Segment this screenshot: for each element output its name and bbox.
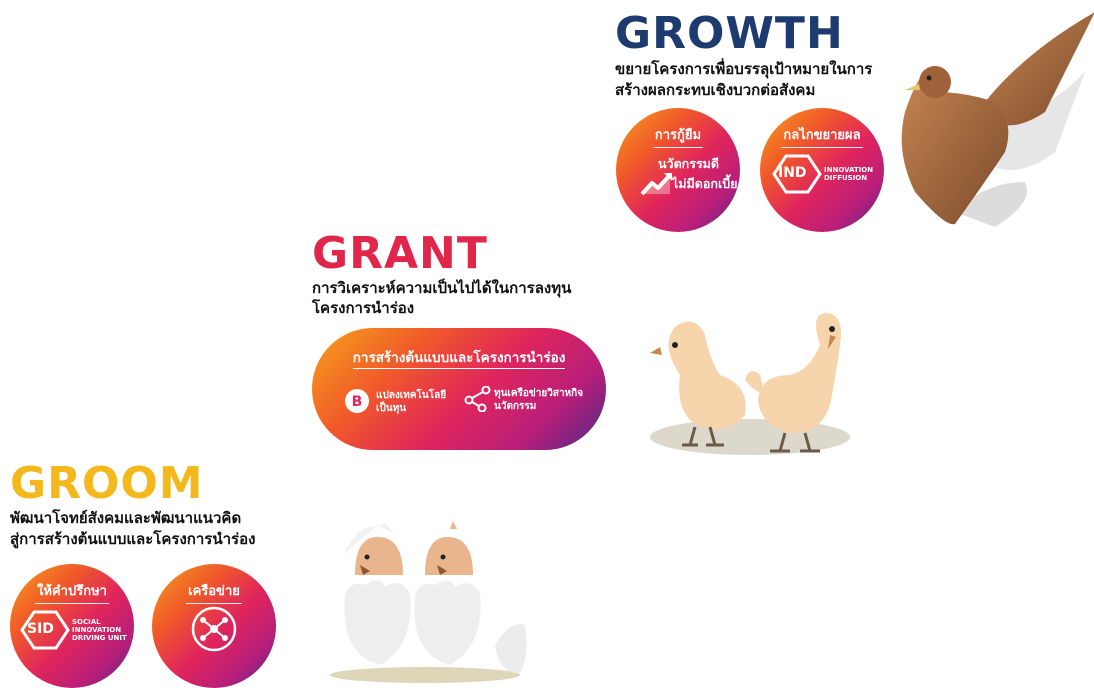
sid-logo-text: SID [27,621,54,637]
driving-unit-tag: DRIVING UNIT [72,634,127,642]
ind-logo-icon [772,154,822,194]
network-circle: เครือข่าย [152,564,276,688]
grant-subtitle-line2: โครงการนำร่อง [312,299,415,317]
groom-subtitle-line1: พัฒนาโจทย์สังคมและพัฒนาแนวคิด [10,509,242,527]
pigeon-illustration [901,12,1094,227]
growth-chart-icon [640,173,672,196]
loan-line1: นวัตกรรมดี [658,156,720,171]
diffusion-circle: กลไกขยายผล IND INNOVATION DIFFUSION [760,108,884,232]
innovation-tag-groom: INNOVATION [72,626,122,634]
network-hub-icon [191,606,237,652]
grant-title: GRANT [312,228,488,279]
consulting-circle: ให้คำปรึกษา SID SOCIAL INNOVATION DRIVIN… [10,564,134,688]
tech-to-capital-line2: เป็นทุน [376,403,407,414]
growth-subtitle-line1: ขยายโครงการเพื่อบรรลุเป้าหมายในการ [615,60,873,78]
prototype-pill: การสร้างต้นแบบและโครงการนำร่อง B แปลงเทค… [312,328,606,450]
grant-subtitle-line1: การวิเคราะห์ความเป็นไปได้ในการลงทุน [312,279,572,297]
sid-logo-icon [20,610,70,650]
growth-subtitle-line2: สร้างผลกระทบเชิงบวกต่อสังคม [615,81,816,99]
groom-title: GROOM [10,458,204,509]
svg-text:B: B [352,394,363,410]
social-tag: SOCIAL [72,618,101,626]
prototype-pill-heading: การสร้างต้นแบบและโครงการนำร่อง [352,350,566,369]
consulting-circle-heading: ให้คำปรึกษา [35,580,109,604]
chicks-illustration [650,313,850,455]
b-coin-icon: B [345,389,369,413]
growth-title: GROWTH [615,8,844,59]
innovation-tag: INNOVATION [824,166,874,174]
loan-circle: การกู้ยืม นวัตกรรมดี ไม่มีดอกเบี้ย [616,108,740,232]
groom-subtitle-line2: สู่การสร้างต้นแบบและโครงการนำร่อง [10,530,256,548]
diffusion-tag: DIFFUSION [824,174,868,182]
diffusion-circle-heading: กลไกขยายผล [781,124,863,148]
loan-line2: ไม่มีดอกเบี้ย [672,176,738,191]
enterprise-network-line1: ทุนเครือข่ายวิสาหกิจ [494,388,584,399]
loan-circle-heading: การกู้ยืม [652,124,704,148]
tech-to-capital-line1: แปลงเทคโนโลยี [376,390,447,401]
hatching-chicks-illustration [330,521,527,683]
enterprise-network-line2: นวัตกรรม [494,401,537,412]
network-share-icon [464,386,491,412]
network-circle-heading: เครือข่าย [186,580,242,604]
ind-logo-text: IND [778,165,807,181]
